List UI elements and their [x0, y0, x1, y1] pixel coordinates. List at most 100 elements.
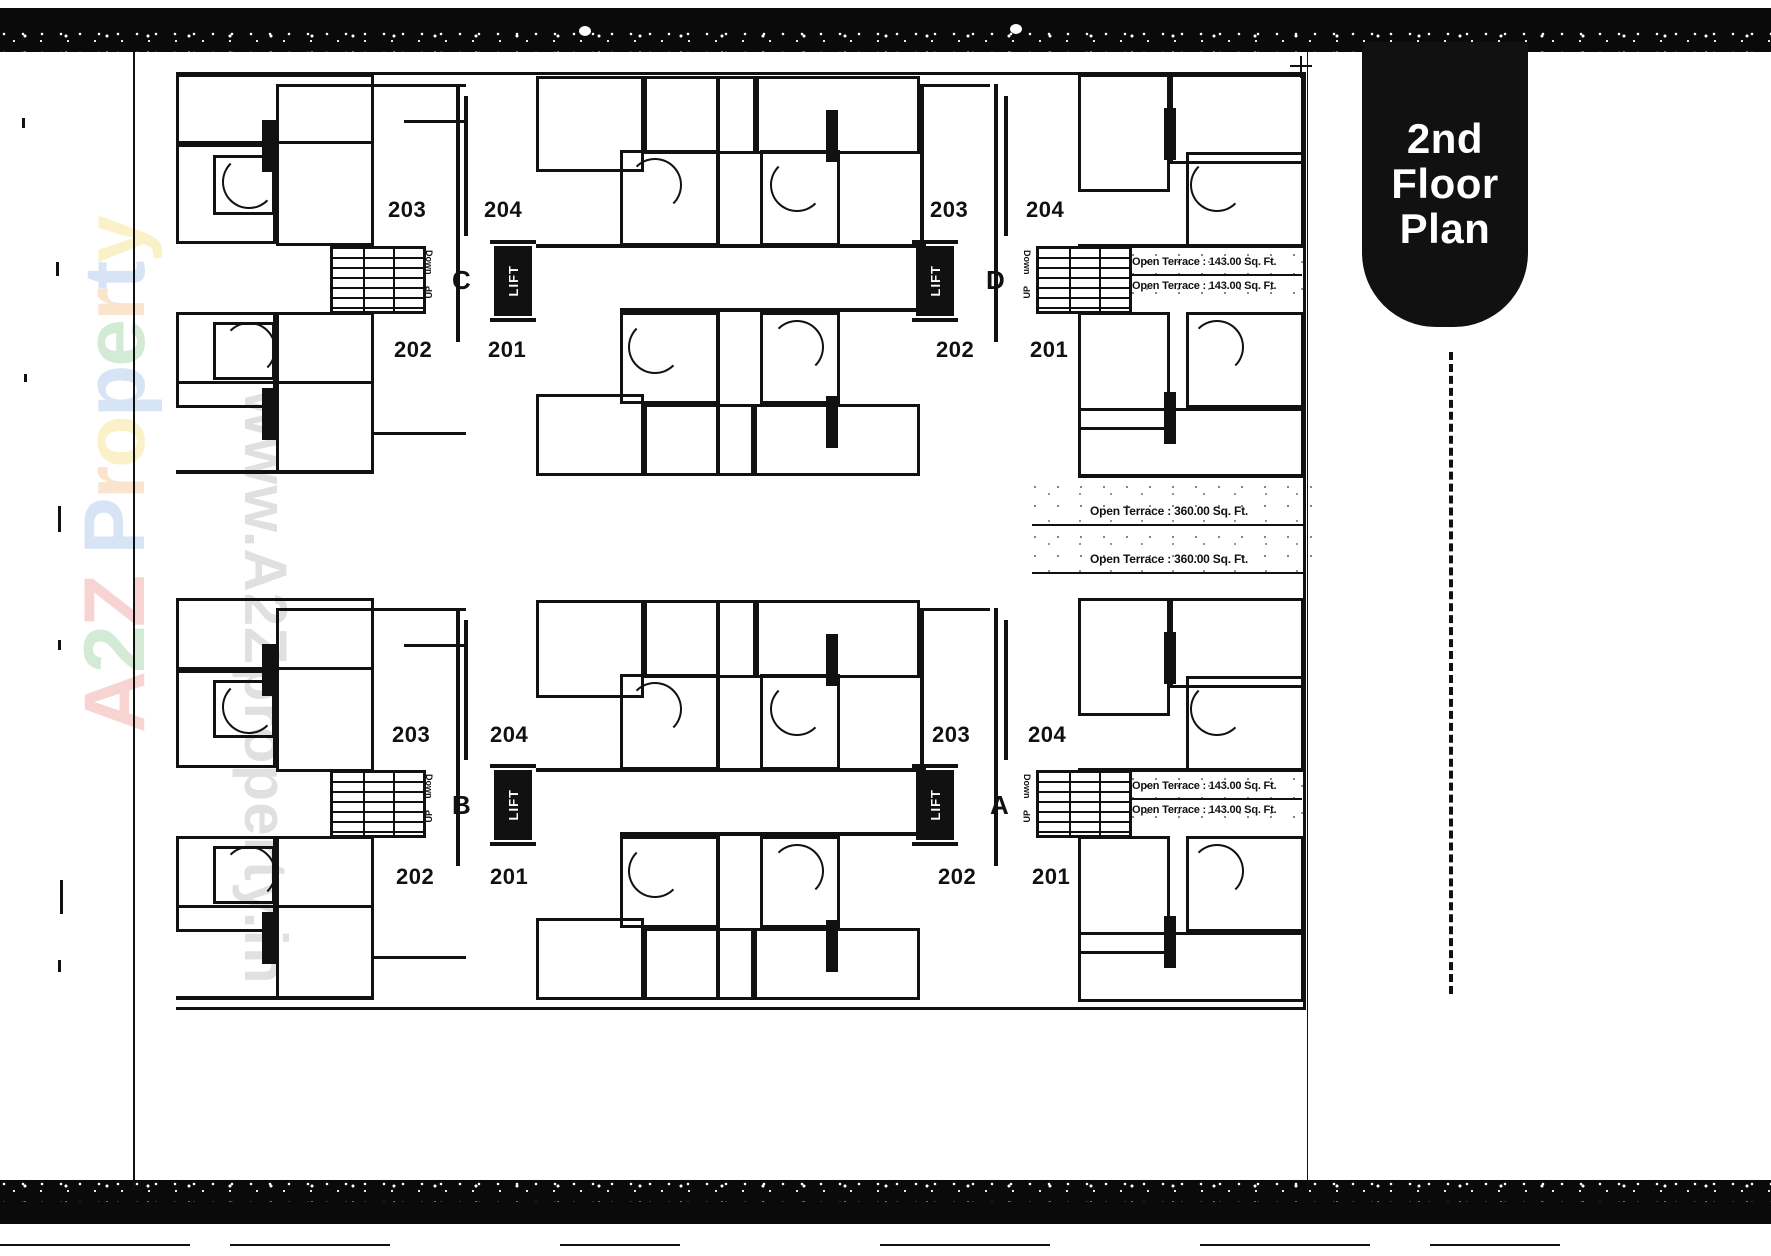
- door-leaf: [262, 644, 276, 696]
- stair-up-label-B: UP: [424, 810, 434, 823]
- lift-label: LIFT: [927, 265, 943, 297]
- staircase-block-D: [1036, 246, 1132, 314]
- margin-tick: [60, 880, 63, 914]
- door-swing-arc: [1190, 844, 1244, 898]
- registration-mark: [1300, 56, 1302, 78]
- room-204-hall-A: [1170, 598, 1304, 688]
- lift-sill: [912, 842, 958, 846]
- door-swing-arc: [222, 846, 276, 900]
- room-201-bedroom: [536, 394, 644, 476]
- block-label-C: C: [452, 265, 471, 295]
- room-204-bedroom: [536, 76, 644, 172]
- wall: [374, 84, 466, 87]
- unit-label-204-A: 204: [1028, 722, 1067, 747]
- room-204-bedroom-A: [1078, 598, 1170, 716]
- lift-label: LIFT: [927, 789, 943, 821]
- wall: [920, 608, 924, 768]
- wall: [920, 608, 990, 611]
- unit-label-201: 201: [488, 337, 527, 362]
- terrace-rule: [1032, 524, 1304, 526]
- terrace-rule: [1130, 274, 1302, 276]
- drawing-frame: [133, 52, 1308, 1190]
- scan-speck: [1010, 24, 1022, 34]
- wall: [1078, 474, 1304, 478]
- door-leaf: [826, 634, 838, 686]
- wall: [1078, 768, 1304, 772]
- room-204-hall: [644, 76, 756, 154]
- wall: [404, 644, 466, 647]
- room-201-kitchen: [760, 312, 840, 404]
- lift-lintel: [912, 240, 958, 244]
- door-swing-arc: [770, 844, 824, 898]
- room-201-hall-D: [1078, 408, 1304, 478]
- margin-tick: [56, 262, 59, 276]
- terrace-label-5: Open Terrace : 143.00 Sq. Ft.: [1132, 780, 1277, 792]
- lift-shaft-D: LIFT: [916, 246, 954, 316]
- terrace-label-2: Open Terrace : 143.00 Sq. Ft.: [1132, 280, 1277, 292]
- unit-label-203-D: 203: [930, 197, 969, 222]
- room-204-bedroom-D: [1078, 74, 1170, 192]
- room-201-kitchen2-B: [760, 836, 840, 928]
- unit-label-201-B: 201: [490, 864, 529, 889]
- page-bottom-rule: [1200, 1244, 1370, 1246]
- floor-plan-title-badge: 2nd Floor Plan: [1362, 42, 1528, 327]
- page-bottom-rule: [0, 1244, 190, 1246]
- room-201-hall-A: [1078, 932, 1304, 1002]
- section-dashed-line: [1449, 352, 1453, 994]
- wall: [1078, 244, 1304, 248]
- page-bottom-rule: [880, 1244, 1050, 1246]
- door-leaf: [826, 920, 838, 972]
- scan-edge-band-bottom: [0, 1180, 1771, 1224]
- stair-down-label-A: Down: [1022, 774, 1032, 799]
- wall: [374, 608, 466, 611]
- unit-label-203-B: 203: [392, 722, 431, 747]
- lift-label: LIFT: [505, 265, 521, 297]
- badge-line-3: Plan: [1399, 204, 1491, 252]
- corridor-wall: [456, 608, 460, 866]
- terrace-rule: [1130, 798, 1302, 800]
- stair-up-label-D: UP: [1022, 286, 1032, 299]
- wall: [716, 312, 720, 476]
- unit-label-203: 203: [388, 197, 427, 222]
- badge-line-1: 2nd: [1406, 115, 1484, 163]
- lift-sill: [490, 842, 536, 846]
- lift-shaft-C: LIFT: [494, 246, 532, 316]
- room-204-hall-B: [644, 600, 756, 678]
- room-201-bedroom-A: [1078, 836, 1170, 954]
- badge-line-2: Floor: [1391, 160, 1499, 208]
- door-swing-arc: [628, 844, 682, 898]
- wall: [374, 956, 466, 959]
- room-201-toilet-D: [1186, 312, 1304, 408]
- unit-label-202-D: 202: [936, 337, 975, 362]
- room-203-hall: [276, 84, 374, 246]
- unit-label-202-B: 202: [396, 864, 435, 889]
- door-leaf: [262, 912, 276, 964]
- door-swing-arc: [770, 682, 824, 736]
- door-leaf: [1164, 632, 1176, 684]
- staircase-block-B: [330, 770, 426, 838]
- wall: [716, 76, 720, 246]
- lift-label: LIFT: [505, 789, 521, 821]
- lift-shaft-A: LIFT: [916, 770, 954, 840]
- wall: [920, 84, 924, 244]
- door-leaf: [826, 110, 838, 162]
- door-leaf: [826, 396, 838, 448]
- door-leaf: [1164, 916, 1176, 968]
- corridor-wall: [464, 620, 468, 760]
- room-202-hall-B: [276, 836, 374, 1000]
- corridor-wall: [464, 96, 468, 236]
- scan-speck: [579, 26, 591, 36]
- room-201-bedroom-D: [1078, 312, 1170, 430]
- stair-down-label-D: Down: [1022, 250, 1032, 275]
- unit-label-204: 204: [484, 197, 523, 222]
- wall: [536, 768, 926, 772]
- stair-down-label-C: Down: [424, 250, 434, 275]
- door-leaf: [1164, 108, 1176, 160]
- staircase-block-A: [1036, 770, 1132, 838]
- lift-lintel: [490, 764, 536, 768]
- room-204-hall-D: [1170, 74, 1304, 164]
- door-swing-arc: [628, 320, 682, 374]
- stair-up-label-C: UP: [424, 286, 434, 299]
- door-swing-arc: [222, 155, 276, 209]
- room-201-kitchen-B: [756, 600, 920, 678]
